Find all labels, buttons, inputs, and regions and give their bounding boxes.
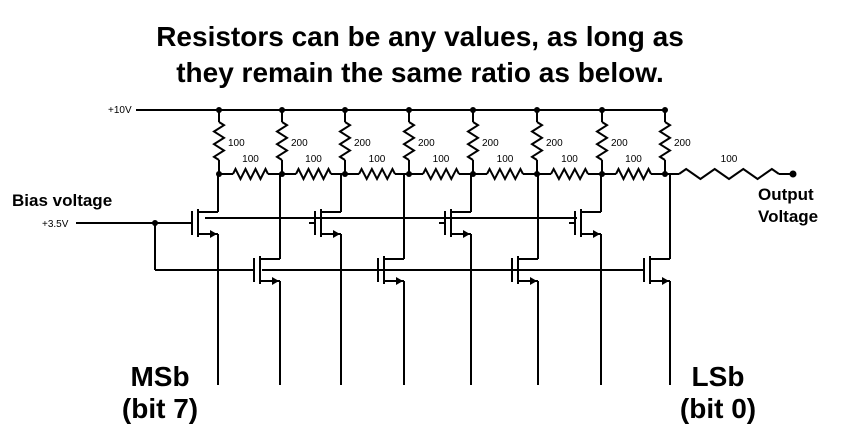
source-arrow bbox=[272, 277, 279, 285]
vertical-resistor bbox=[338, 121, 352, 161]
vertical-resistor bbox=[402, 121, 416, 161]
msb-label: MSb bbox=[130, 361, 189, 392]
horizontal-resistor bbox=[358, 166, 396, 182]
ladder-node bbox=[342, 171, 348, 177]
source-arrow bbox=[463, 230, 470, 238]
transistor-array bbox=[186, 174, 671, 385]
vertical-resistor-value: 200 bbox=[482, 138, 499, 149]
vertical-resistor bbox=[530, 121, 544, 161]
vertical-resistor-value: 200 bbox=[291, 138, 308, 149]
vertical-resistor bbox=[212, 121, 226, 161]
horizontal-resistor-value: 100 bbox=[305, 154, 322, 165]
supply-label: +10V bbox=[108, 105, 132, 116]
horizontal-resistor bbox=[615, 166, 652, 182]
output-node bbox=[789, 170, 797, 178]
horizontal-resistor bbox=[295, 166, 332, 182]
source-arrow bbox=[396, 277, 403, 285]
ladder-node bbox=[406, 171, 412, 177]
horizontal-resistor-value: 100 bbox=[561, 154, 578, 165]
vertical-resistor bbox=[466, 121, 480, 161]
bias-label: Bias voltage bbox=[12, 191, 112, 210]
mosfet bbox=[186, 174, 219, 385]
vertical-resistor-value: 100 bbox=[228, 138, 245, 149]
mosfet bbox=[638, 174, 671, 385]
horizontal-resistor-value: 100 bbox=[242, 154, 259, 165]
source-arrow bbox=[530, 277, 537, 285]
horizontal-resistor bbox=[550, 166, 589, 182]
mosfet bbox=[372, 174, 405, 385]
resistor-ladder: 100 100 200 100 200 100 200 100 200 100 200 100 200 1… bbox=[212, 107, 793, 182]
ladder-node bbox=[662, 171, 668, 177]
source-arrow bbox=[662, 277, 669, 285]
vertical-resistor bbox=[658, 121, 672, 161]
bias-value: +3.5V bbox=[42, 219, 69, 230]
source-arrow bbox=[210, 230, 217, 238]
bias-node bbox=[152, 220, 158, 226]
mosfet bbox=[309, 174, 342, 385]
horizontal-resistor-value: 100 bbox=[497, 154, 514, 165]
source-arrow bbox=[593, 230, 600, 238]
msb-bit-label: (bit 7) bbox=[122, 393, 198, 424]
horizontal-resistor-value: 100 bbox=[721, 154, 738, 165]
vertical-resistor-value: 200 bbox=[611, 138, 628, 149]
title-line-2: they remain the same ratio as below. bbox=[176, 57, 664, 88]
vertical-resistor-value: 200 bbox=[674, 138, 691, 149]
horizontal-resistor-value: 100 bbox=[625, 154, 642, 165]
mosfet bbox=[248, 174, 281, 385]
mosfet bbox=[439, 174, 472, 385]
lsb-label: LSb bbox=[692, 361, 745, 392]
vertical-resistor-value: 200 bbox=[354, 138, 371, 149]
mosfet bbox=[506, 174, 539, 385]
horizontal-resistor bbox=[422, 166, 460, 182]
horizontal-resistor-value: 100 bbox=[433, 154, 450, 165]
horizontal-resistor bbox=[232, 166, 269, 182]
horizontal-resistor-value: 100 bbox=[369, 154, 386, 165]
vertical-resistor-value: 200 bbox=[418, 138, 435, 149]
title-line-1: Resistors can be any values, as long as bbox=[156, 21, 684, 52]
vertical-resistor bbox=[595, 121, 609, 161]
output-label-line-1: Output bbox=[758, 185, 814, 204]
horizontal-resistor bbox=[678, 167, 780, 181]
lsb-bit-label: (bit 0) bbox=[680, 393, 756, 424]
horizontal-resistor bbox=[486, 166, 524, 182]
vertical-resistor bbox=[275, 121, 289, 161]
output-label-line-2: Voltage bbox=[758, 207, 818, 226]
vertical-resistor-value: 200 bbox=[546, 138, 563, 149]
mosfet bbox=[569, 174, 602, 385]
source-arrow bbox=[333, 230, 340, 238]
